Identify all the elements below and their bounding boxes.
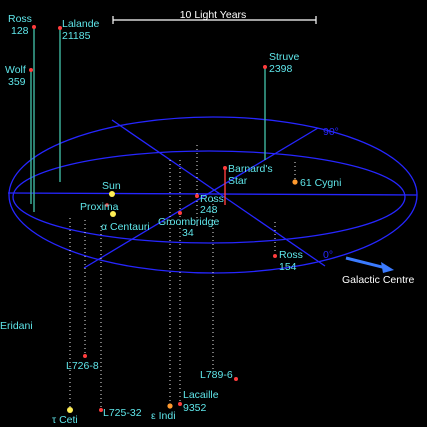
- label-sun: Sun: [102, 180, 121, 192]
- dotted-projection-lines: [69, 145, 296, 408]
- star-ross128: [32, 25, 36, 29]
- star-labels: Ross 128 Lalande 21185 Wolf 359 Struve 2…: [0, 13, 341, 426]
- star-groombridge: [178, 211, 182, 215]
- star-sun: [109, 191, 115, 197]
- label-ross154-2: 154: [279, 261, 297, 273]
- label-groombridge-2: 34: [182, 227, 194, 239]
- label-groombridge: Groombridge: [158, 216, 219, 228]
- angle-label-0: 0°: [323, 249, 333, 261]
- star-l789: [234, 377, 238, 381]
- star-struve: [263, 65, 267, 69]
- star-markers: [29, 25, 298, 413]
- label-epsilon-indi: ε Indi: [151, 410, 176, 422]
- label-proxima: Proxima: [80, 201, 119, 213]
- scale-bar: [112, 16, 317, 24]
- label-ross154: Ross: [279, 249, 303, 261]
- axis-line-horizontal: [7, 192, 418, 196]
- label-eridani: Eridani: [0, 320, 33, 332]
- label-ross128: Ross: [8, 13, 32, 25]
- label-barnards-2: Star: [228, 175, 248, 187]
- label-lalande: Lalande: [62, 18, 100, 30]
- label-wolf359: Wolf: [5, 64, 26, 76]
- galactic-centre-arrow: [345, 256, 394, 273]
- label-barnards: Barnard's: [228, 163, 273, 175]
- label-l726: L726-8: [66, 360, 99, 372]
- axis-line-diagonal-2: [83, 127, 319, 269]
- star-tau-ceti: [67, 407, 73, 413]
- label-tau-ceti: τ Ceti: [52, 414, 78, 426]
- inner-ring: [12, 150, 406, 244]
- label-alpha-centauri: α Centauri: [101, 221, 150, 233]
- star-ross248: [195, 194, 199, 198]
- axis-line-diagonal: [111, 119, 326, 267]
- star-wolf359: [29, 68, 33, 72]
- star-lalande: [58, 26, 62, 30]
- label-61cygni: 61 Cygni: [300, 177, 341, 189]
- star-l726: [83, 354, 87, 358]
- star-ross154: [273, 254, 277, 258]
- galactic-centre-label: Galactic Centre: [342, 274, 415, 286]
- label-struve: Struve: [269, 51, 300, 63]
- label-l725: L725-32: [103, 407, 142, 419]
- label-ross128-2: 128: [11, 25, 29, 37]
- angle-label-90: 90°: [323, 126, 339, 138]
- star-barnards: [223, 166, 227, 170]
- label-lacaille: Lacaille: [183, 389, 219, 401]
- star-61cygni: [292, 179, 298, 185]
- star-lacaille: [178, 402, 182, 406]
- label-struve-2: 2398: [269, 63, 293, 75]
- label-l789: L789-6: [200, 369, 233, 381]
- label-wolf359-2: 359: [8, 76, 26, 88]
- star-alpha-centauri: [110, 211, 116, 217]
- label-ross248: Ross: [200, 193, 224, 205]
- scale-bar-label: 10 Light Years: [180, 9, 247, 21]
- solid-projection-lines: [30, 27, 266, 212]
- star-l725: [99, 408, 103, 412]
- label-lacaille-2: 9352: [183, 402, 207, 414]
- star-proxima: [105, 203, 109, 207]
- label-ross248-2: 248: [200, 204, 218, 216]
- label-lalande-2: 21185: [62, 30, 91, 42]
- star-epsilon-indi: [167, 403, 173, 409]
